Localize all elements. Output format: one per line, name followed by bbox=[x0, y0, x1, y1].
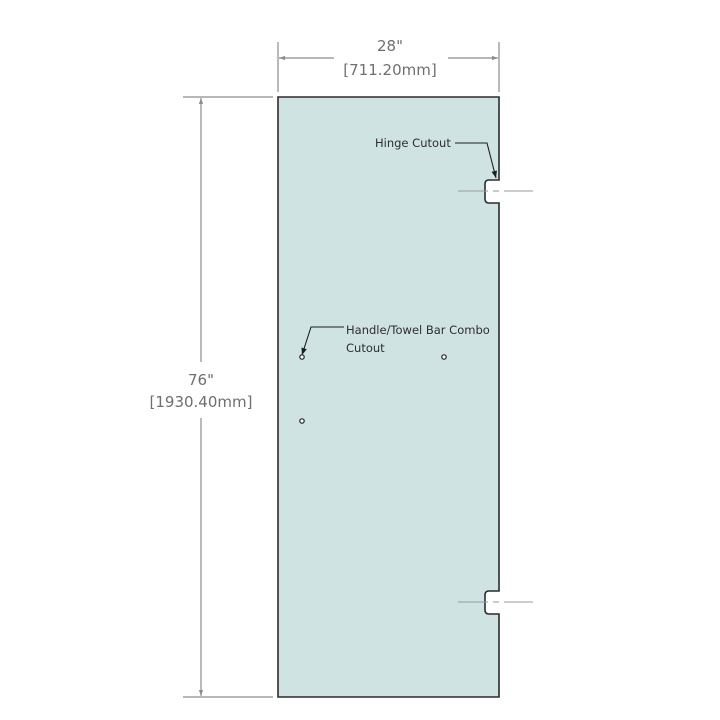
height-metric: [1930.40mm] bbox=[150, 393, 253, 411]
height-dimension: 76" [1930.40mm] bbox=[150, 96, 273, 698]
height-imperial: 76" bbox=[188, 371, 214, 389]
hole-icon bbox=[299, 354, 305, 360]
glass-panel bbox=[277, 96, 500, 698]
hole-icon bbox=[441, 354, 447, 360]
hinge-centerlines bbox=[458, 190, 533, 603]
hinge-cutout-callout: Hinge Cutout bbox=[375, 136, 497, 179]
hole-icon bbox=[299, 418, 305, 424]
handle-cutout-label-line1: Handle/Towel Bar Combo bbox=[346, 323, 490, 337]
handle-cutout-label-line2: Cutout bbox=[346, 341, 385, 355]
hinge-cutout-label: Hinge Cutout bbox=[375, 136, 451, 150]
glass-panel-outline bbox=[277, 96, 500, 698]
width-dimension: 28" [711.20mm] bbox=[277, 37, 500, 92]
handle-cutout-callout: Handle/Towel Bar Combo Cutout bbox=[301, 323, 490, 356]
handle-leader-line bbox=[301, 326, 344, 356]
width-imperial: 28" bbox=[377, 37, 403, 55]
hinge-leader-line bbox=[455, 142, 497, 179]
width-metric: [711.20mm] bbox=[343, 61, 436, 79]
